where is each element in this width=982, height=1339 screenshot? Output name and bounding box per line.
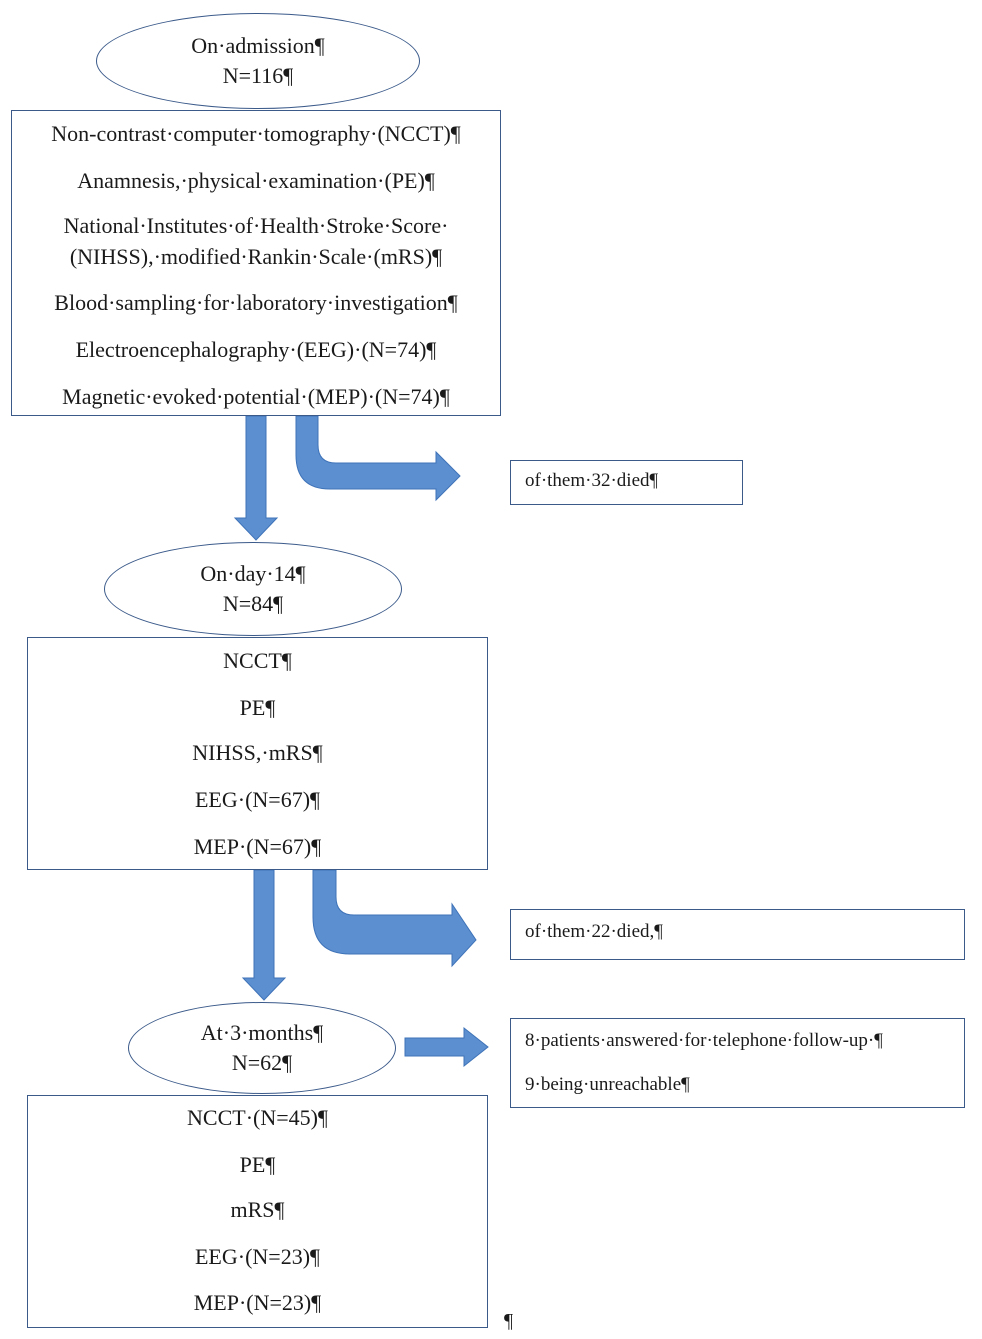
month3-item: NCCT·(N=45)¶: [187, 1105, 328, 1130]
month3-title: At·3·months¶: [200, 1020, 324, 1045]
followup-note-line: 8·patients·answered·for·telephone·follow…: [525, 1030, 883, 1051]
day14-title: On·day·14¶: [200, 561, 306, 586]
admission-ellipse: On·admission¶ N=116¶: [96, 13, 420, 109]
admission-item: (NIHSS),·modified·Rankin·Scale·(mRS)¶: [69, 244, 443, 269]
died-note-1: of·them·32·died¶: [510, 460, 743, 505]
admission-item: Anamnesis,·physical·examination·(PE)¶: [77, 168, 435, 193]
day14-ellipse: On·day·14¶ N=84¶: [104, 542, 402, 636]
admission-title: On·admission¶: [191, 33, 325, 58]
died-note-2-text: of·them·22·died,¶: [525, 921, 663, 942]
down-arrow-1: [233, 415, 279, 541]
day14-count: N=84¶: [222, 591, 284, 616]
day14-item: NIHSS,·mRS¶: [192, 740, 323, 765]
day14-item: EEG·(N=67)¶: [194, 787, 320, 812]
admission-count: N=116¶: [222, 63, 294, 88]
month3-item: PE¶: [239, 1152, 276, 1177]
paragraph-mark: ¶: [504, 1310, 514, 1332]
admission-item: Non-contrast·computer·tomography·(NCCT)¶: [51, 121, 461, 146]
day14-item: NCCT¶: [223, 648, 292, 673]
died-note-2: of·them·22·died,¶: [510, 909, 965, 960]
died-note-1-text: of·them·32·died¶: [525, 470, 659, 491]
followup-note: 8·patients·answered·for·telephone·follow…: [510, 1018, 965, 1108]
month3-item: EEG·(N=23)¶: [194, 1244, 320, 1269]
day14-item: PE¶: [239, 695, 276, 720]
admission-item: Electroencephalography·(EEG)·(N=74)¶: [75, 337, 437, 362]
admission-item: National·Institutes·of·Health·Stroke·Sco…: [63, 213, 449, 238]
day14-item: MEP·(N=67)¶: [193, 834, 322, 859]
month3-box: NCCT·(N=45)¶ PE¶ mRS¶ EEG·(N=23)¶ MEP·(N…: [27, 1095, 488, 1328]
admission-item: Blood·sampling·for·laboratory·investigat…: [54, 290, 458, 315]
day14-box: NCCT¶ PE¶ NIHSS,·mRS¶ EEG·(N=67)¶ MEP·(N…: [27, 637, 488, 870]
followup-note-line: 9·being·unreachable¶: [525, 1074, 690, 1095]
right-arrow-3: [404, 1026, 489, 1068]
down-arrow-2: [241, 869, 287, 1001]
bent-arrow-2: [312, 869, 477, 968]
admission-box: Non-contrast·computer·tomography·(NCCT)¶…: [11, 110, 501, 416]
month3-count: N=62¶: [231, 1050, 293, 1075]
admission-item: Magnetic·evoked·potential·(MEP)·(N=74)¶: [62, 384, 450, 409]
bent-arrow-1: [295, 415, 461, 502]
month3-item: MEP·(N=23)¶: [193, 1290, 322, 1315]
month3-item: mRS¶: [230, 1197, 285, 1222]
month3-ellipse: At·3·months¶ N=62¶: [128, 1002, 396, 1094]
